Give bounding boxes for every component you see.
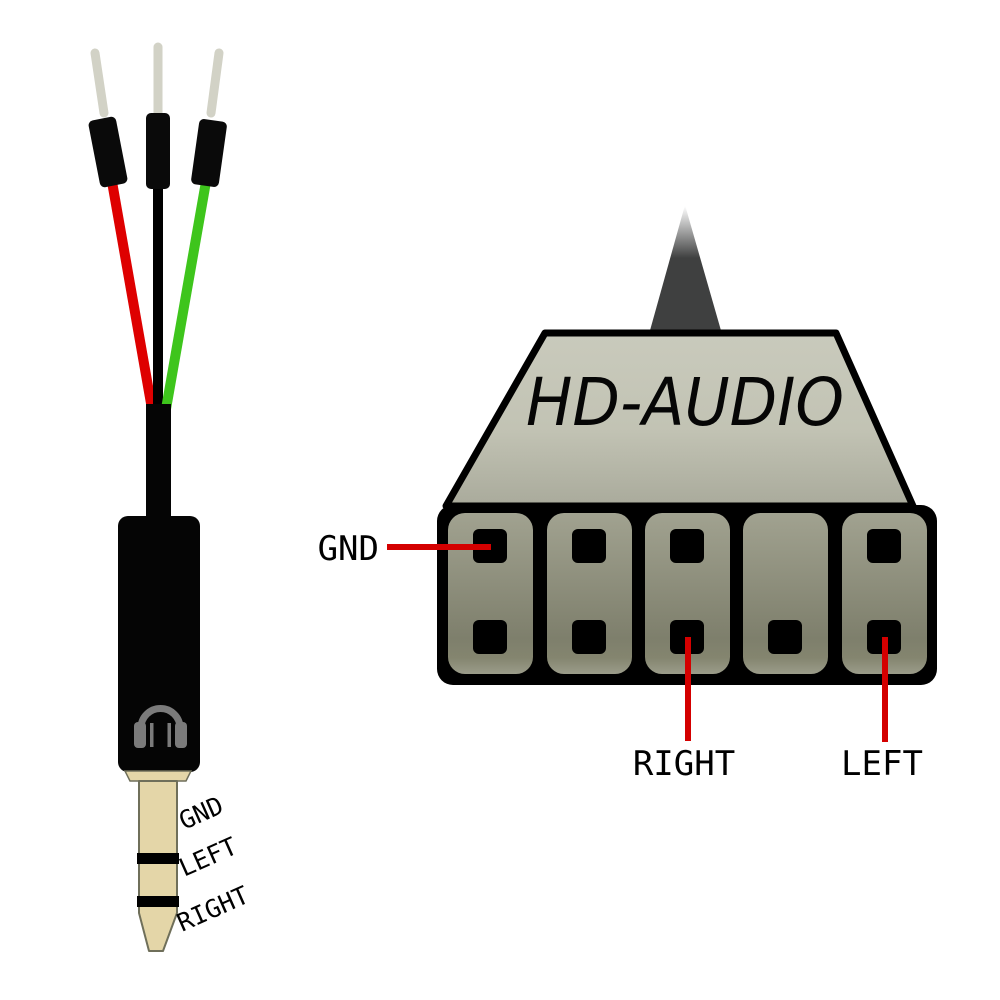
jumper-pin-right — [206, 48, 224, 118]
trs-plug-assembly: GND LEFT RIGHT — [88, 42, 254, 952]
headphones-bar-right — [167, 723, 171, 747]
pin-hole-bottom-2 — [572, 620, 606, 654]
socket-slot-2 — [547, 513, 632, 674]
pin-sleeve-middle — [146, 113, 170, 189]
pin-hole-top-3 — [670, 529, 704, 563]
headphones-icon — [134, 705, 187, 748]
jack-shaft — [138, 780, 178, 952]
socket-slot-1 — [448, 513, 533, 674]
jack-label-left: LEFT — [175, 831, 242, 882]
jack-label-gnd: GND — [175, 791, 228, 836]
headphones-bar-left — [150, 723, 154, 747]
connector-title: HD-AUDIO — [526, 364, 844, 441]
pin-hole-top-2 — [572, 529, 606, 563]
connector-label-gnd: GND — [318, 529, 379, 569]
plug-housing — [118, 516, 200, 772]
hd-audio-connector: HD-AUDIO GND RIGHT LEFT — [318, 205, 937, 784]
pin-hole-bottom-1 — [473, 620, 507, 654]
headphones-cup-left — [134, 722, 146, 748]
socket-slot-3 — [645, 513, 730, 674]
socket-slot-5 — [842, 513, 927, 674]
socket-slot-4 — [743, 513, 828, 674]
jumper-pin-left — [90, 48, 109, 118]
jack-label-right: RIGHT — [173, 880, 254, 937]
plug-cable — [146, 404, 171, 524]
headphones-cup-right — [175, 722, 187, 748]
connector-cable-wedge — [649, 205, 722, 334]
pin-sleeve-left — [88, 116, 128, 188]
red-wire — [106, 175, 157, 410]
headphones-band — [137, 705, 184, 729]
pin-hole-top-5 — [867, 529, 901, 563]
connector-label-left: LEFT — [841, 744, 923, 784]
jack-collar — [123, 770, 193, 782]
pin-hole-bottom-4 — [768, 620, 802, 654]
jack-band-upper — [137, 853, 179, 864]
green-wire — [161, 175, 212, 410]
jack-band-lower — [137, 896, 179, 907]
connector-label-right: RIGHT — [633, 744, 735, 784]
pin-sleeve-right — [191, 119, 227, 187]
